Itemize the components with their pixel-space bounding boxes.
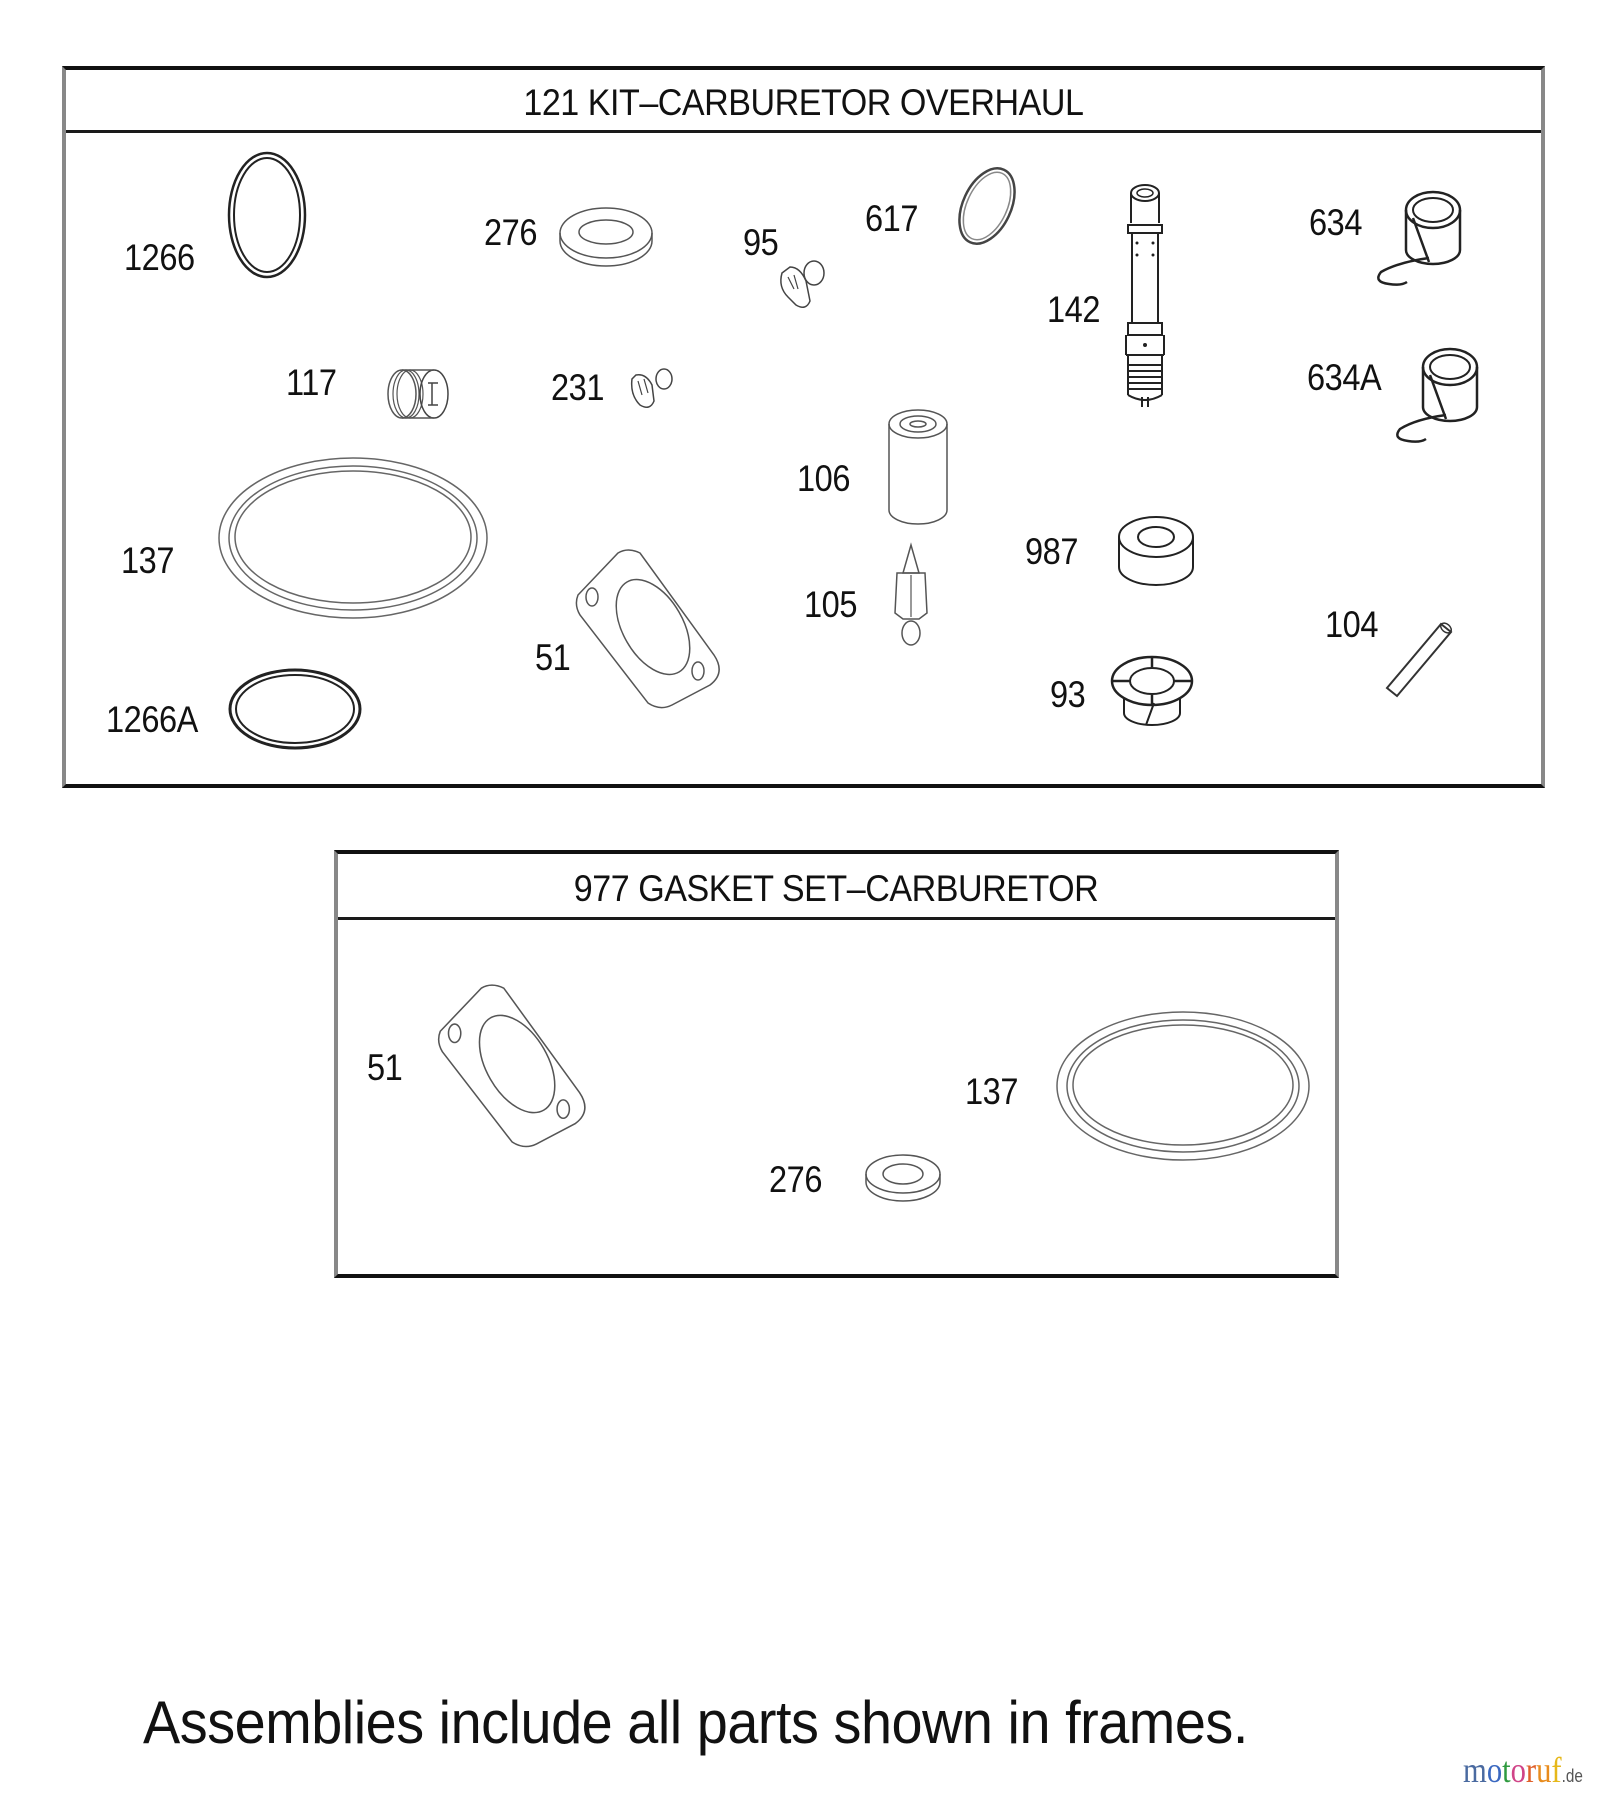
needle-105-icon [891, 542, 931, 649]
gasket-137-icon [1054, 1009, 1312, 1163]
frame-title: 977 GASKET SET–CARBURETOR [574, 868, 1099, 909]
pin-104-icon [1381, 620, 1455, 700]
spring-634a-icon [1390, 345, 1482, 444]
fitting-117-icon [384, 367, 452, 421]
wm-letter: o [1486, 1750, 1503, 1790]
part-label-634a[interactable]: 634A [1307, 357, 1382, 398]
washer-276-icon [557, 205, 655, 269]
flange-gasket-51-icon [568, 545, 728, 709]
frame-title: 121 KIT–CARBURETOR OVERHAUL [523, 82, 1084, 123]
part-label-987[interactable]: 987 [1025, 531, 1079, 572]
part-label-1266[interactable]: 1266 [124, 237, 195, 278]
part-label-51[interactable]: 51 [367, 1047, 403, 1088]
part-label-137[interactable]: 137 [965, 1071, 1019, 1112]
part-label-276[interactable]: 276 [769, 1159, 823, 1200]
part-label-276[interactable]: 276 [484, 212, 538, 253]
gasket-set-carburetor-frame: 977 GASKET SET–CARBURETOR [334, 850, 1339, 1278]
assemblies-note: Assemblies include all parts shown in fr… [143, 1689, 1248, 1756]
wm-letter: f [1551, 1750, 1562, 1790]
kit-carburetor-overhaul-frame: 121 KIT–CARBURETOR OVERHAUL [62, 66, 1545, 788]
part-label-93[interactable]: 93 [1050, 674, 1086, 715]
seat-987-icon [1117, 515, 1195, 587]
wm-letter: m [1463, 1750, 1487, 1790]
part-label-106[interactable]: 106 [797, 458, 851, 499]
bushing-93-icon [1110, 655, 1194, 727]
part-label-105[interactable]: 105 [804, 584, 858, 625]
part-label-634[interactable]: 634 [1309, 202, 1363, 243]
washer-276-icon [863, 1152, 943, 1204]
o-ring-617-icon [955, 164, 1019, 249]
wm-letter: t [1502, 1750, 1511, 1790]
part-label-51[interactable]: 51 [535, 637, 571, 678]
wm-letter: u [1536, 1750, 1552, 1790]
part-label-231[interactable]: 231 [551, 367, 605, 408]
part-label-137[interactable]: 137 [121, 540, 175, 581]
wm-tld: .de [1561, 1766, 1583, 1786]
part-label-142[interactable]: 142 [1047, 289, 1101, 330]
frame-header: 977 GASKET SET–CARBURETOR [338, 854, 1335, 920]
frame-header: 121 KIT–CARBURETOR OVERHAUL [66, 70, 1541, 133]
o-ring-1266-icon [226, 150, 308, 280]
float-106-icon [887, 408, 949, 526]
motoruf-watermark[interactable]: motoruf.de [1463, 1752, 1583, 1788]
part-label-617[interactable]: 617 [865, 198, 919, 239]
emulsion-tube-142-icon [1122, 183, 1168, 407]
o-ring-1266a-icon [227, 667, 364, 751]
spring-634-icon [1373, 188, 1465, 286]
flange-gasket-51-icon [430, 980, 594, 1148]
jet-95-icon [776, 259, 828, 317]
gasket-137-icon [216, 455, 490, 622]
wm-letter: r [1525, 1750, 1537, 1790]
part-label-1266a[interactable]: 1266A [106, 699, 198, 740]
part-label-104[interactable]: 104 [1325, 604, 1379, 645]
part-label-117[interactable]: 117 [286, 362, 337, 403]
part-label-95[interactable]: 95 [743, 222, 779, 263]
jet-231-icon [628, 367, 676, 411]
wm-letter: o [1510, 1750, 1526, 1790]
